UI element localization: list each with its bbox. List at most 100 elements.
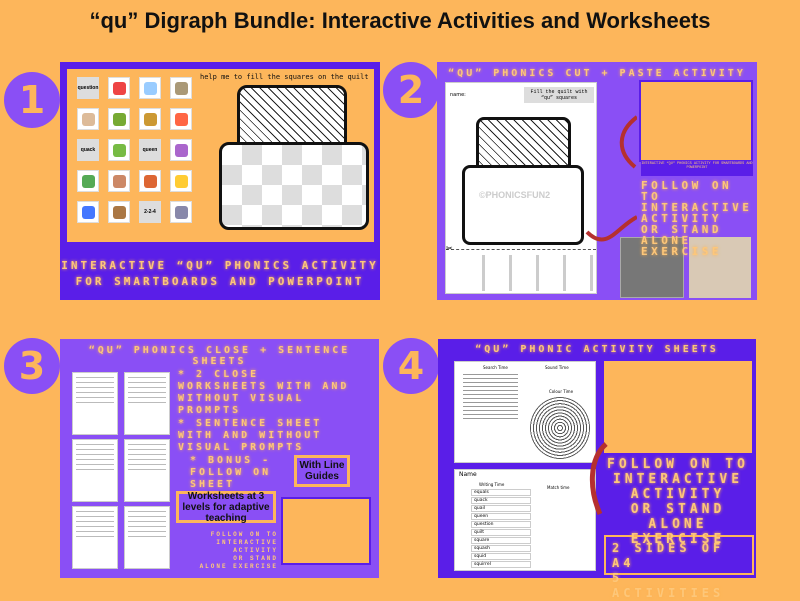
follow-on-line: ALONE EXERCISE [199, 563, 278, 570]
follow-on-line: OR STAND [233, 555, 278, 562]
writing-time-label: Writing Time [479, 482, 505, 487]
word-tile[interactable]: quack [77, 139, 99, 161]
picture-tile-image [174, 205, 188, 219]
word-search-grid [463, 372, 518, 422]
picture-tile[interactable] [77, 108, 99, 130]
follow-on-line: INTERACTIVE [216, 539, 278, 546]
picture-tile[interactable] [108, 139, 130, 161]
panel-activity-sheets: “QU” PHONIC ACTIVITY SHEETS Search Time … [438, 339, 756, 600]
picture-tile[interactable] [139, 170, 161, 192]
word-trace-row: question [471, 521, 531, 528]
picture-tile-image [81, 174, 95, 188]
picture-tile-image [112, 205, 126, 219]
picture-tile-image [174, 112, 188, 126]
picture-tile[interactable] [108, 77, 130, 99]
picture-tile-image [174, 81, 188, 95]
panel-interactive-activity: help me to fill the squares on the quilt… [60, 62, 380, 300]
feature-list: * 2 CLOSE WORKSHEETS WITH AND WITHOUT VI… [178, 369, 358, 492]
step-badge-4: 4 [383, 338, 439, 394]
picture-tile-image [174, 174, 188, 188]
colour-time-label: Colour Time [549, 389, 574, 394]
cut-paste-worksheet: name: Fill the quilt with “qu” squares ©… [445, 82, 597, 294]
caption-line-1: INTERACTIVE “QU” PHONICS ACTIVITY [61, 259, 379, 272]
picture-tile[interactable] [170, 77, 192, 99]
picture-tile-image [112, 174, 126, 188]
picture-tile[interactable] [108, 108, 130, 130]
picture-tile-image [143, 174, 157, 188]
picture-tile-image [143, 81, 157, 95]
follow-on-line: OR STAND [630, 502, 726, 517]
bed-outline [476, 117, 571, 172]
picture-tile-image [112, 143, 126, 157]
search-time-label: Search Time [483, 365, 508, 370]
cut-out-squares [458, 255, 593, 291]
follow-on-line: INTERACTIVE [641, 201, 753, 214]
panel-cut-paste: “QU” PHONICS CUT + PASTE ACTIVITY name: … [437, 62, 757, 300]
picture-tile[interactable] [139, 108, 161, 130]
follow-on-line: ACTIVITY [233, 547, 278, 554]
word-trace-row: squirrel [471, 561, 531, 568]
picture-tile-image [143, 112, 157, 126]
picture-tile-image [81, 205, 95, 219]
panel-heading: “QU” PHONICS CUT + PASTE ACTIVITY [448, 68, 746, 79]
mini-interactive-preview [281, 497, 371, 565]
worksheet-thumbnail [124, 439, 170, 502]
mini-interactive-preview [639, 80, 753, 162]
word-trace-row: quail [471, 505, 531, 512]
match-time-label: Match time [547, 485, 570, 490]
watermark: ©PHONICSFUN2 [479, 190, 551, 200]
follow-on-line: ACTIVITY [641, 212, 722, 225]
picture-tile[interactable] [170, 108, 192, 130]
word-trace-row: quilt [471, 529, 531, 536]
search-sound-colour-sheet: Search Time Sound Time Colour Time [454, 361, 596, 463]
feature-bullet: * SENTENCE SHEET WITH AND WITHOUT VISUAL… [178, 418, 323, 453]
arrows [585, 115, 637, 242]
worksheet-thumbnail [72, 439, 118, 502]
word-trace-row: square [471, 537, 531, 544]
activity-preview: help me to fill the squares on the quilt… [67, 69, 374, 242]
picture-tile[interactable] [77, 170, 99, 192]
worksheet-thumbnail [72, 372, 118, 435]
sound-time-label: Sound Time [545, 365, 569, 370]
follow-on-line: INTERACTIVE [612, 472, 744, 487]
worksheet-thumbnail [124, 506, 170, 569]
picture-tile[interactable] [170, 201, 192, 223]
word-trace-row: squash [471, 545, 531, 552]
feature-bullet: * 2 CLOSE WORKSHEETS WITH AND WITHOUT VI… [178, 369, 350, 416]
photo-coloured-worksheet [620, 237, 684, 298]
cut-line: ✂ [446, 244, 596, 253]
follow-on-line: OR STAND [641, 223, 722, 236]
scissors-icon: ✂ [446, 244, 453, 253]
mini-caption: INTERACTIVE “QU” PHONICS ACTIVITY FOR SM… [641, 162, 753, 176]
word-trace-row: squid [471, 553, 531, 560]
picture-tile[interactable] [170, 170, 192, 192]
follow-on-line: FOLLOW ON TO [641, 179, 733, 203]
picture-tile-image [112, 112, 126, 126]
photo-child-pasting [689, 237, 751, 298]
panel-heading: “QU” PHONICS CLOSE + SENTENCE SHEETS [88, 345, 351, 367]
picture-tile[interactable] [170, 139, 192, 161]
worksheet-thumbnail [124, 372, 170, 435]
line-guides-label: With Line Guides [294, 455, 350, 487]
follow-on-line: FOLLOW ON TO [607, 457, 749, 472]
name-label: Name [459, 471, 477, 478]
word-trace-row: quack [471, 497, 531, 504]
picture-tile-image [174, 143, 188, 157]
follow-on-line: ALONE EXERCISE [641, 234, 722, 258]
word-tile[interactable]: queen [139, 139, 161, 161]
squirrel-colouring [530, 397, 590, 459]
bed-quilt [219, 142, 369, 230]
picture-tile[interactable] [77, 201, 99, 223]
word-tile[interactable]: 2-2-4 [139, 201, 161, 223]
picture-tile[interactable] [139, 77, 161, 99]
picture-tile[interactable] [108, 201, 130, 223]
word-trace-row: equals [471, 489, 531, 496]
picture-tile[interactable] [108, 170, 130, 192]
word-tile[interactable]: question [77, 77, 99, 99]
step-badge-3: 3 [4, 338, 60, 394]
name-label: name: [450, 92, 466, 98]
